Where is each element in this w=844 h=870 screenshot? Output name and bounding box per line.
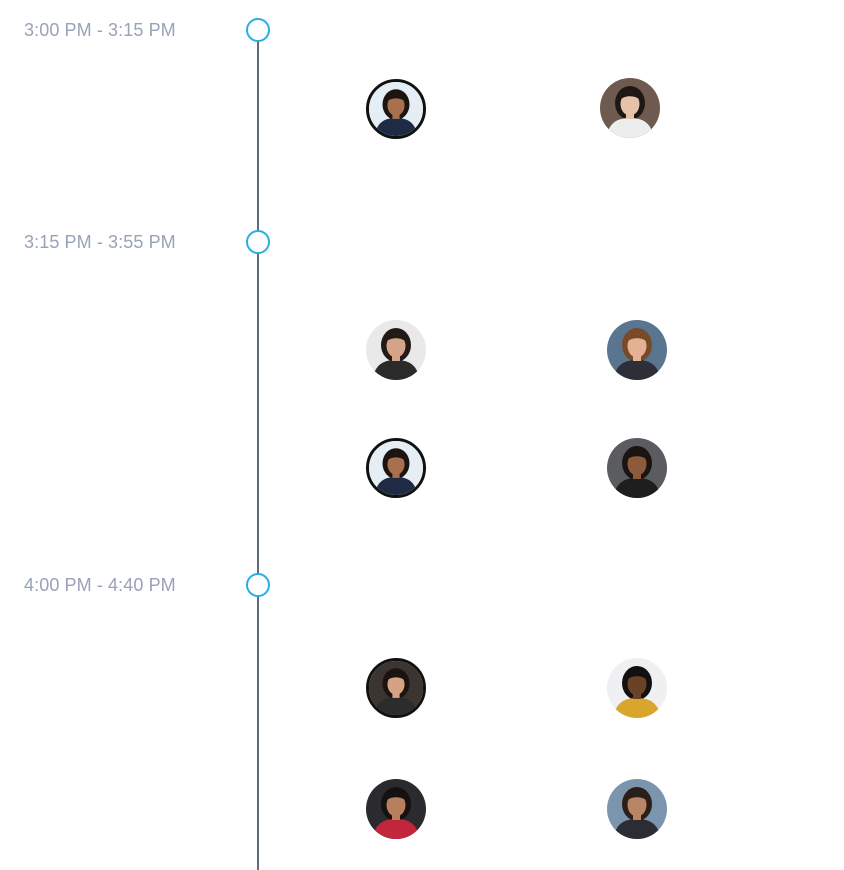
woman-long-hair-avatar bbox=[366, 320, 426, 380]
speaker-avatar[interactable] bbox=[607, 438, 667, 498]
speaker-avatar[interactable] bbox=[607, 320, 667, 380]
slot-time: 3:00 PM - 3:15 PM bbox=[24, 20, 176, 40]
woman-dark-hair-avatar bbox=[600, 78, 660, 138]
speaker-avatar[interactable] bbox=[366, 320, 426, 380]
speaker-avatar[interactable] bbox=[366, 779, 426, 839]
timeline-marker-icon bbox=[246, 573, 270, 597]
timeline-line bbox=[257, 30, 259, 870]
speaker-avatar[interactable] bbox=[607, 779, 667, 839]
speaker-avatar[interactable] bbox=[366, 438, 426, 498]
woman-outdoor-avatar bbox=[607, 779, 667, 839]
speaker-avatar[interactable] bbox=[366, 658, 426, 718]
woman-gray-bg-avatar bbox=[607, 438, 667, 498]
woman-smiling-avatar bbox=[369, 661, 423, 715]
slot-time: 3:15 PM - 3:55 PM bbox=[24, 232, 176, 252]
speaker-avatar[interactable] bbox=[600, 78, 660, 138]
woman-brown-hair-avatar bbox=[607, 320, 667, 380]
speaker-avatar[interactable] bbox=[366, 79, 426, 139]
woman-patterned-top-avatar bbox=[607, 658, 667, 718]
slot-time: 4:00 PM - 4:40 PM bbox=[24, 575, 176, 595]
woman-red-top-avatar bbox=[366, 779, 426, 839]
man-suit-avatar bbox=[369, 82, 423, 136]
timeline-marker-icon bbox=[246, 18, 270, 42]
timeline-marker-icon bbox=[246, 230, 270, 254]
speaker-avatar[interactable] bbox=[607, 658, 667, 718]
man-suit-avatar bbox=[369, 441, 423, 495]
